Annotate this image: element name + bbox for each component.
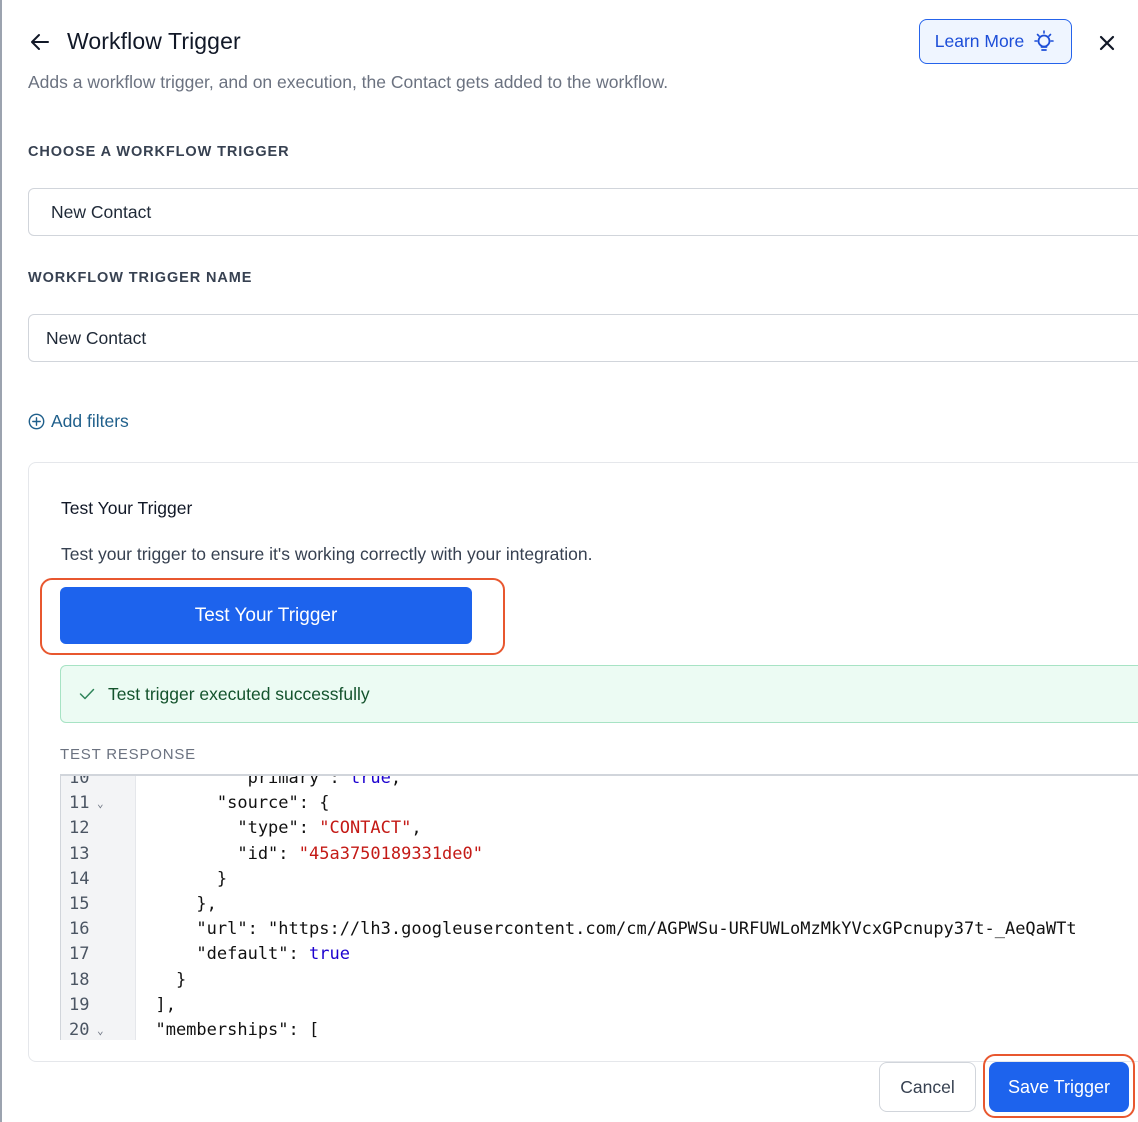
code-line: 14 } [61, 867, 1138, 892]
code-line: 19 ], [61, 993, 1138, 1018]
back-button[interactable] [26, 28, 54, 56]
learn-more-label: Learn More [934, 31, 1025, 51]
lightbulb-icon [1034, 29, 1055, 51]
line-number: 15 [69, 894, 90, 914]
success-alert: Test trigger executed successfully [60, 665, 1138, 723]
line-number: 12 [69, 818, 90, 839]
save-button-highlight [983, 1054, 1135, 1118]
save-trigger-button[interactable]: Save Trigger [989, 1062, 1129, 1112]
plus-circle-icon [28, 413, 45, 430]
trigger-select[interactable]: New Contact [28, 188, 1138, 236]
add-filters-button[interactable]: Add filters [28, 411, 129, 432]
line-number: 11 [69, 793, 90, 814]
line-number: 20 [69, 1020, 90, 1040]
close-button[interactable] [1094, 30, 1120, 56]
success-message: Test trigger executed successfully [108, 683, 370, 704]
code-line: 20 ⌄ "memberships": [ [61, 1018, 1138, 1040]
line-number: 18 [69, 969, 90, 990]
test-trigger-button[interactable]: Test Your Trigger [60, 587, 472, 644]
code-line: 13 "id": "45a3750189331de0" [61, 842, 1138, 867]
test-response-label: TEST RESPONSE [60, 746, 196, 763]
code-line: 15 }, [61, 892, 1138, 917]
line-number: 17 [69, 944, 90, 965]
line-number: 13 [69, 843, 90, 864]
code-text: "source": { [135, 793, 330, 814]
test-trigger-button-label: Test Your Trigger [194, 604, 338, 626]
trigger-name-label: WORKFLOW TRIGGER NAME [28, 270, 253, 286]
check-icon [79, 688, 95, 700]
code-text: "type": "CONTACT", [135, 818, 422, 839]
code-line: 12 "type": "CONTACT", [61, 816, 1138, 841]
arrow-left-icon [31, 34, 49, 50]
code-text: ], [135, 994, 176, 1015]
line-number: 19 [69, 994, 90, 1015]
add-filters-label: Add filters [51, 411, 129, 431]
save-trigger-button-label: Save Trigger [1007, 1076, 1111, 1097]
code-text: } [135, 969, 187, 990]
test-card-description: Test your trigger to ensure it's working… [61, 544, 593, 564]
test-card-title: Test Your Trigger [61, 498, 193, 518]
trigger-select-label: CHOOSE A WORKFLOW TRIGGER [28, 144, 290, 160]
line-number: 10 [69, 774, 90, 788]
page-title: Workflow Trigger [67, 28, 241, 54]
code-text: "primary": true, [135, 774, 402, 788]
line-number: 14 [69, 868, 90, 889]
cancel-button[interactable]: Cancel [879, 1062, 976, 1112]
close-icon [1099, 35, 1115, 51]
trigger-name-input[interactable]: New Contact [28, 314, 1138, 362]
line-number-gutter [61, 776, 136, 1040]
trigger-name-value: New Contact [46, 327, 147, 348]
line-number: 16 [69, 919, 90, 940]
panel-left-border [0, 0, 2, 1122]
code-line: 10 "primary": true, [61, 774, 1138, 791]
chevron-down-icon[interactable]: ⌄ [97, 797, 104, 811]
code-text: }, [135, 894, 217, 914]
test-button-highlight [40, 578, 505, 655]
code-text: "id": "45a3750189331de0" [135, 843, 483, 864]
code-text: "url": "https://lh3.googleusercontent.co… [135, 919, 1077, 940]
code-text: } [135, 868, 228, 889]
code-line: 18 } [61, 968, 1138, 993]
trigger-select-value: New Contact [51, 201, 152, 222]
code-line: 11 ⌄ "source": { [61, 791, 1138, 816]
code-line: 16 "url": "https://lh3.googleusercontent… [61, 917, 1138, 942]
code-text: "memberships": [ [135, 1020, 320, 1040]
code-text: "default": true [135, 944, 350, 965]
page-subtitle: Adds a workflow trigger, and on executio… [28, 72, 669, 92]
chevron-down-icon[interactable]: ⌄ [97, 1024, 104, 1037]
test-response-code-viewer[interactable]: 10 "primary": true,11⌄ "source": {12 "ty… [60, 774, 1138, 1040]
learn-more-button[interactable]: Learn More [919, 19, 1072, 64]
cancel-button-label: Cancel [900, 1076, 955, 1097]
code-line: 17 "default": true [61, 942, 1138, 967]
